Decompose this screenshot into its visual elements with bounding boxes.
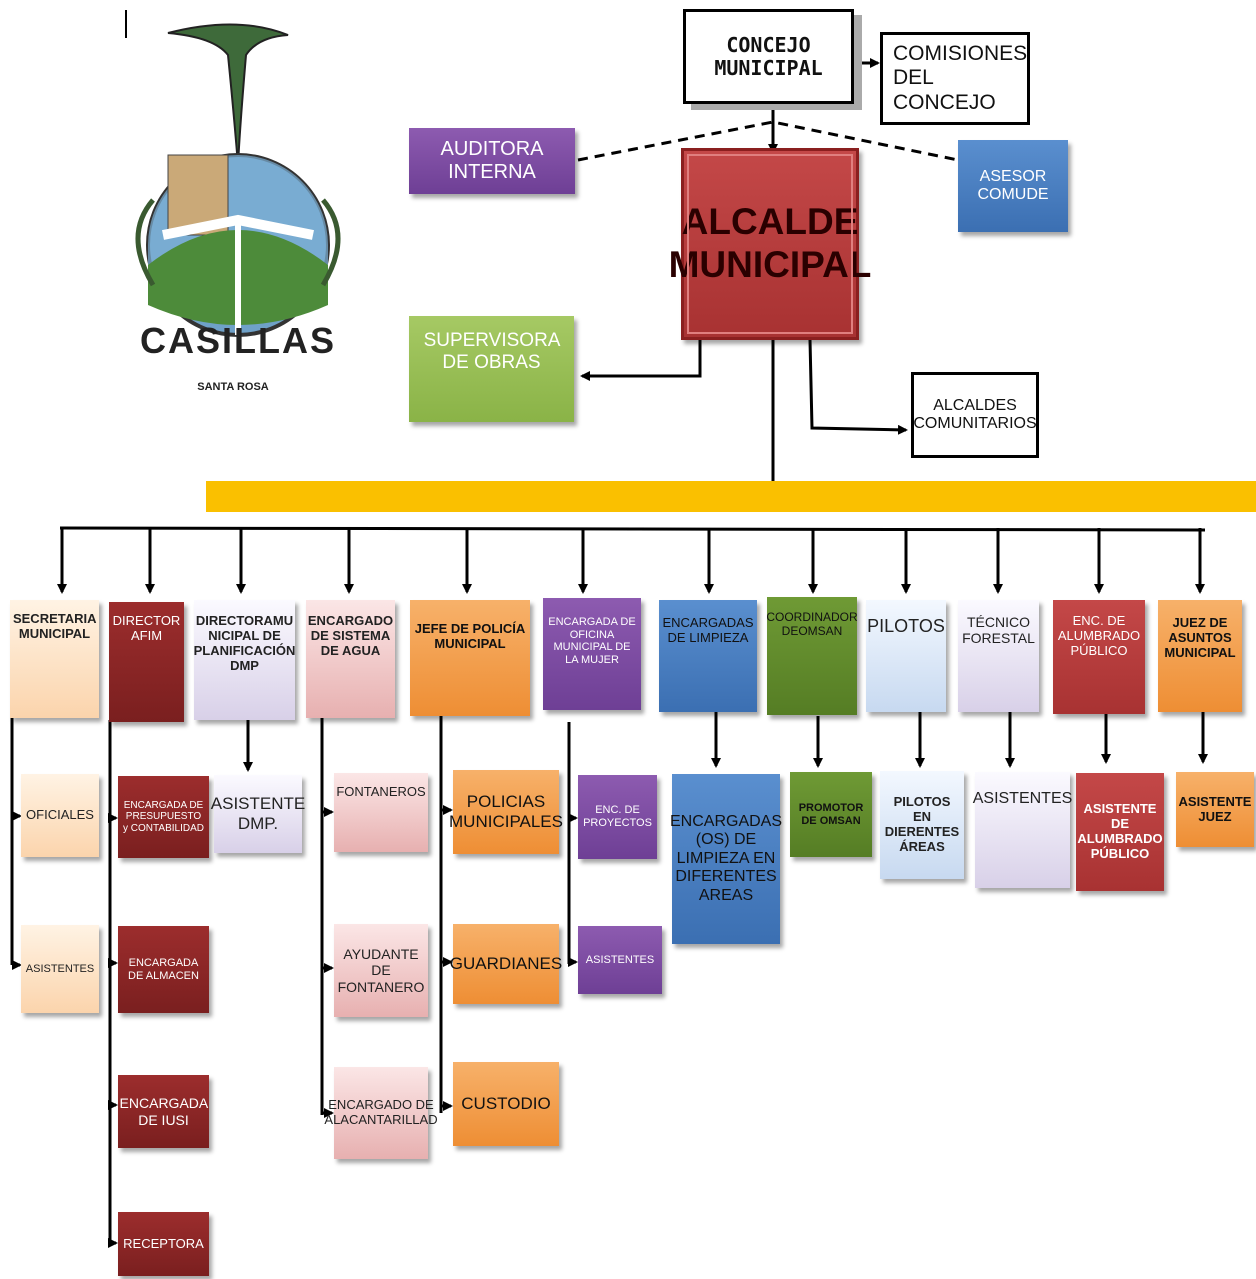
dept-secretaria-label: SECRETARIA MUNICIPAL: [12, 611, 97, 641]
alcaldes-comunitarios-box: ALCALDES COMUNITARIOS: [911, 372, 1039, 458]
dept-agua: ENCARGADO DE SISTEMA DE AGUA: [306, 600, 395, 718]
dept-secretaria: SECRETARIA MUNICIPAL: [10, 600, 99, 718]
dept-policia: JEFE DE POLICÍA MUNICIPAL: [410, 600, 530, 716]
concejo-municipal-box: CONCEJO MUNICIPAL: [683, 9, 854, 104]
sub-enc-proyectos-label: ENC. DE PROYECTOS: [583, 804, 652, 829]
sub-oficiales-label: OFICIALES: [26, 807, 94, 823]
alcaldes-comunitarios-label: ALCALDES COMUNITARIOS: [913, 396, 1037, 432]
dept-afim-label: DIRECTOR AFIM: [112, 613, 181, 643]
sub-promotor-label: PROMOTOR DE OMSAN: [798, 801, 864, 827]
dept-dmp-label: DIRECTORAMU NICIPAL DE PLANIFICACIÓN DMP: [193, 613, 296, 673]
sub-asistente-alumbrado-label: ASISTENTE DE ALUMBRADO PÚBLICO: [1077, 801, 1163, 861]
sub-asistentes-forestal: ASISTENTES: [972, 772, 1073, 888]
sub-iusi-label: ENCARGADA DE IUSI: [119, 1095, 209, 1128]
sub-presupuesto: ENCARGADA DE PRESUPUESTO y CONTABILIDAD: [118, 776, 209, 858]
sub-pilotos-areas-label: PILOTOS EN DIERENTES ÁREAS: [884, 794, 960, 854]
sub-custodio-label: CUSTODIO: [461, 1094, 551, 1114]
sub-asistentes-secretaria: ASISTENTES: [21, 925, 99, 1013]
sub-ayudante: AYUDANTE DE FONTANERO: [334, 924, 428, 1017]
sub-asistentes-mujer-label: ASISTENTES: [585, 953, 655, 966]
sub-asistente-juez: ASISTENTE JUEZ: [1176, 772, 1254, 847]
sub-asistente-juez-label: ASISTENTE JUEZ: [1178, 793, 1252, 824]
sub-asistente-dmp: ASISTENTE DMP.: [210, 775, 306, 853]
sub-alcantarillado-label: ENCARGADO DE ALACANTARILLAD: [324, 1097, 438, 1127]
sub-enc-limpieza-label: ENCARGADAS (OS) DE LIMPIEZA EN DIFERENTE…: [669, 813, 783, 904]
sub-presupuesto-label: ENCARGADA DE PRESUPUESTO y CONTABILIDAD: [123, 799, 204, 834]
dept-dmp: DIRECTORAMU NICIPAL DE PLANIFICACIÓN DMP: [194, 600, 295, 720]
concejo-label: CONCEJO MUNICIPAL: [714, 32, 823, 80]
alcalde-box: ALCALDE MUNICIPAL: [669, 148, 871, 340]
supervisora-label: SUPERVISORA DE OBRAS: [423, 330, 561, 373]
dept-alumbrado: ENC. DE ALUMBRADO PÚBLICO: [1053, 600, 1145, 714]
sub-custodio: CUSTODIO: [453, 1062, 559, 1146]
alcalde-label: ALCALDE MUNICIPAL: [668, 201, 872, 285]
sub-policias-label: POLICIAS MUNICIPALES: [449, 792, 563, 831]
sub-asistente-alumbrado: ASISTENTE DE ALUMBRADO PÚBLICO: [1076, 773, 1164, 891]
hierarchy-bar: [206, 481, 1256, 512]
dept-juez: JUEZ DE ASUNTOS MUNICIPAL: [1158, 600, 1242, 712]
sub-receptora-label: RECEPTORA: [123, 1235, 204, 1251]
sub-receptora: RECEPTORA: [118, 1212, 209, 1276]
logo-name: CASILLAS: [140, 320, 336, 361]
sub-almacen: ENCARGADA DE ALMACEN: [118, 926, 209, 1013]
sub-asistentes-secretaria-label: ASISTENTES: [25, 962, 95, 975]
sub-ayudante-label: AYUDANTE DE FONTANERO: [337, 946, 425, 995]
sub-oficiales: OFICIALES: [21, 774, 99, 857]
dept-forestal-label: TÉCNICO FORESTAL: [962, 614, 1035, 647]
asesor-label: ASESOR COMUDE: [977, 167, 1049, 203]
sub-enc-proyectos: ENC. DE PROYECTOS: [578, 775, 657, 859]
sub-pilotos-areas: PILOTOS EN DIERENTES ÁREAS: [880, 771, 964, 879]
comisiones-box: COMISIONES DEL CONCEJO: [880, 32, 1030, 125]
dept-limpieza: ENCARGADAS DE LIMPIEZA: [659, 600, 757, 712]
sub-policias: POLICIAS MUNICIPALES: [449, 770, 563, 854]
auditora-label: AUDITORA INTERNA: [440, 138, 544, 183]
sub-alcantarillado: ENCARGADO DE ALACANTARILLAD: [324, 1067, 438, 1159]
dept-mujer-label: ENCARGADA DE OFICINA MUNICIPAL DE LA MUJ…: [548, 616, 636, 666]
dept-omsan: COORDINADOR DEOMSAN: [766, 597, 858, 715]
dept-mujer: ENCARGADA DE OFICINA MUNICIPAL DE LA MUJ…: [543, 598, 641, 710]
dept-policia-label: JEFE DE POLICÍA MUNICIPAL: [414, 621, 526, 651]
sub-iusi: ENCARGADA DE IUSI: [118, 1075, 209, 1148]
sub-promotor: PROMOTOR DE OMSAN: [790, 772, 872, 857]
dept-agua-label: ENCARGADO DE SISTEMA DE AGUA: [307, 613, 394, 658]
sub-asistente-dmp-label: ASISTENTE DMP.: [210, 794, 306, 833]
dept-afim: DIRECTOR AFIM: [109, 602, 184, 722]
municipal-logo: CASILLAS SANTA ROSA: [135, 23, 341, 393]
sub-asistentes-forestal-label: ASISTENTES: [972, 790, 1073, 807]
supervisora-box: SUPERVISORA DE OBRAS: [409, 316, 574, 422]
asesor-box: ASESOR COMUDE: [958, 140, 1068, 232]
auditora-box: AUDITORA INTERNA: [409, 128, 575, 194]
sub-asistentes-mujer: ASISTENTES: [578, 926, 662, 994]
sub-guardianes: GUARDIANES: [449, 924, 563, 1004]
sub-fontaneros-label: FONTANEROS: [336, 784, 426, 799]
sub-enc-limpieza: ENCARGADAS (OS) DE LIMPIEZA EN DIFERENTE…: [669, 774, 783, 944]
dept-limpieza-label: ENCARGADAS DE LIMPIEZA: [662, 615, 754, 645]
sub-fontaneros: FONTANEROS: [334, 773, 428, 852]
sub-almacen-label: ENCARGADA DE ALMACEN: [128, 956, 199, 982]
dept-pilotos-label: PILOTOS: [867, 616, 945, 636]
dept-pilotos: PILOTOS: [866, 600, 946, 712]
dept-juez-label: JUEZ DE ASUNTOS MUNICIPAL: [1164, 615, 1236, 660]
logo-subtitle: SANTA ROSA: [197, 381, 269, 393]
dept-alumbrado-label: ENC. DE ALUMBRADO PÚBLICO: [1057, 613, 1141, 658]
dept-forestal: TÉCNICO FORESTAL: [958, 600, 1039, 712]
comisiones-label: COMISIONES DEL CONCEJO: [893, 42, 1028, 114]
dept-omsan-label: COORDINADOR DEOMSAN: [766, 610, 858, 638]
sub-guardianes-label: GUARDIANES: [449, 954, 563, 974]
